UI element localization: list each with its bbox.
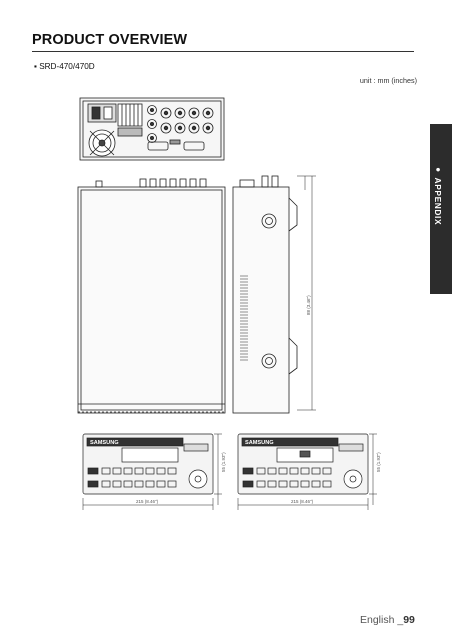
section-tab <box>430 124 452 294</box>
title-rule <box>32 51 414 52</box>
front-right-height-dimension: 55 (1.93") <box>376 452 381 472</box>
page-number: 99 <box>403 614 415 626</box>
section-tab-label: ● APPENDIX <box>433 164 443 226</box>
footer-language: English _ <box>360 614 404 626</box>
front-right-width-dimension: 215 (8.46") <box>291 499 314 504</box>
bullet-icon: ▪ <box>34 62 37 71</box>
brand-logo-right: SAMSUNG <box>245 440 274 446</box>
side-view-drawing <box>232 175 316 414</box>
tab-bullet-icon: ● <box>433 164 443 175</box>
page-title: PRODUCT OVERVIEW <box>32 32 188 48</box>
brand-logo-left: SAMSUNG <box>90 440 119 446</box>
side-height-dimension: 88 (3.46") <box>306 295 311 315</box>
rear-panel-drawing <box>79 97 225 161</box>
front-view-right-drawing <box>237 433 377 510</box>
front-view-left-drawing <box>82 433 222 510</box>
model-label: SRD-470/470D <box>39 62 95 71</box>
unit-note: unit : mm (inches) <box>359 76 417 85</box>
page-footer: English _99 <box>360 614 415 626</box>
front-left-height-dimension: 55 (1.93") <box>221 452 226 472</box>
top-view-drawing <box>77 178 226 414</box>
front-left-width-dimension: 215 (8.46") <box>136 499 159 504</box>
model-heading: ▪ SRD-470/470D <box>34 62 95 71</box>
